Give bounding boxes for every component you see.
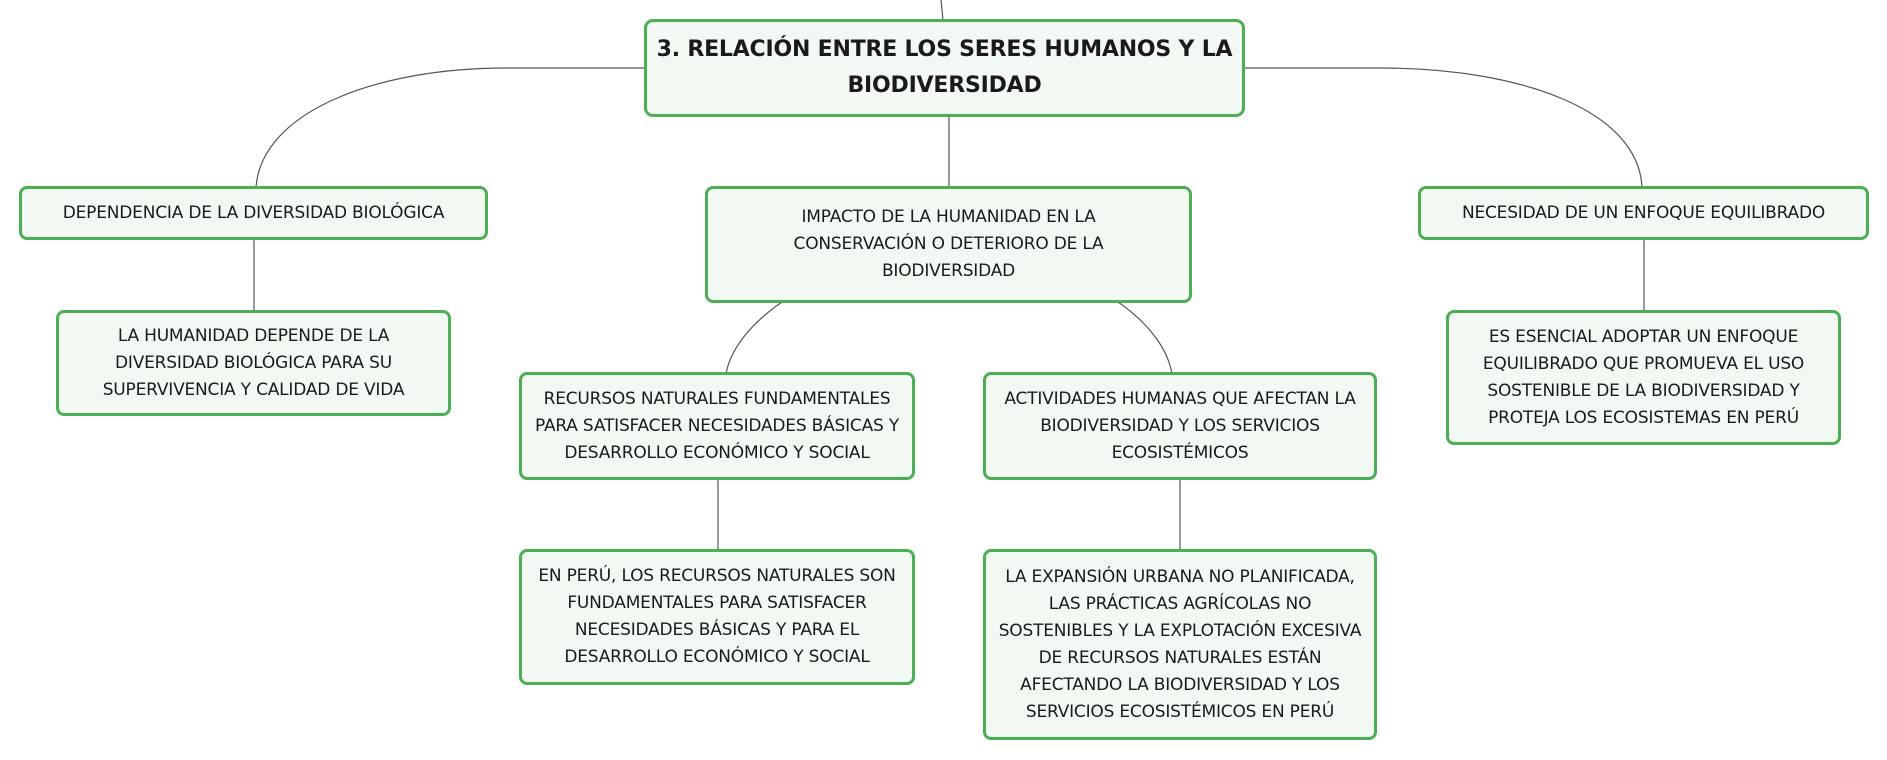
node-necesidad[interactable]: NECESIDAD DE UN ENFOQUE EQUILIBRADO bbox=[1418, 186, 1869, 240]
connector-impacto-to-actividades bbox=[1117, 301, 1173, 375]
node-dependencia[interactable]: DEPENDENCIA DE LA DIVERSIDAD BIOLÓGICA bbox=[19, 186, 488, 240]
node-recursos-detail-label: EN PERÚ, LOS RECURSOS NATURALES SON FUND… bbox=[538, 566, 896, 667]
node-actividades-detail-label: LA EXPANSIÓN URBANA NO PLANIFICADA, LAS … bbox=[998, 566, 1362, 722]
node-necesidad-detail-label: ES ESENCIAL ADOPTAR UN ENFOQUE EQUILIBRA… bbox=[1482, 326, 1805, 428]
connector-root-to-dependencia bbox=[255, 67, 645, 188]
node-impacto-label: IMPACTO DE LA HUMANIDAD EN LA CONSERVACI… bbox=[793, 207, 1104, 281]
node-impacto[interactable]: IMPACTO DE LA HUMANIDAD EN LA CONSERVACI… bbox=[705, 186, 1192, 303]
node-actividades-detail[interactable]: LA EXPANSIÓN URBANA NO PLANIFICADA, LAS … bbox=[983, 549, 1377, 740]
node-dependencia-label: DEPENDENCIA DE LA DIVERSIDAD BIOLÓGICA bbox=[62, 202, 445, 223]
node-dependencia-detail-label: LA HUMANIDAD DEPENDE DE LA DIVERSIDAD BI… bbox=[102, 325, 405, 400]
root-node-label: 3. RELACIÓN ENTRE LOS SERES HUMANOS Y LA… bbox=[656, 37, 1233, 98]
node-recursos-detail[interactable]: EN PERÚ, LOS RECURSOS NATURALES SON FUND… bbox=[519, 549, 915, 685]
node-dependencia-detail[interactable]: LA HUMANIDAD DEPENDE DE LA DIVERSIDAD BI… bbox=[56, 310, 451, 416]
node-necesidad-detail[interactable]: ES ESENCIAL ADOPTAR UN ENFOQUE EQUILIBRA… bbox=[1446, 310, 1841, 445]
connector-root-to-necesidad bbox=[1243, 67, 1643, 188]
node-recursos-label: RECURSOS NATURALES FUNDAMENTALES PARA SA… bbox=[534, 388, 900, 463]
node-actividades[interactable]: ACTIVIDADES HUMANAS QUE AFECTAN LA BIODI… bbox=[983, 372, 1377, 480]
connector-impacto-to-recursos bbox=[725, 301, 783, 375]
node-actividades-label: ACTIVIDADES HUMANAS QUE AFECTAN LA BIODI… bbox=[1004, 388, 1356, 463]
connector-top-stub bbox=[940, 0, 944, 21]
node-recursos[interactable]: RECURSOS NATURALES FUNDAMENTALES PARA SA… bbox=[519, 372, 915, 480]
node-necesidad-label: NECESIDAD DE UN ENFOQUE EQUILIBRADO bbox=[1461, 202, 1826, 223]
root-node[interactable]: 3. RELACIÓN ENTRE LOS SERES HUMANOS Y LA… bbox=[644, 19, 1245, 117]
